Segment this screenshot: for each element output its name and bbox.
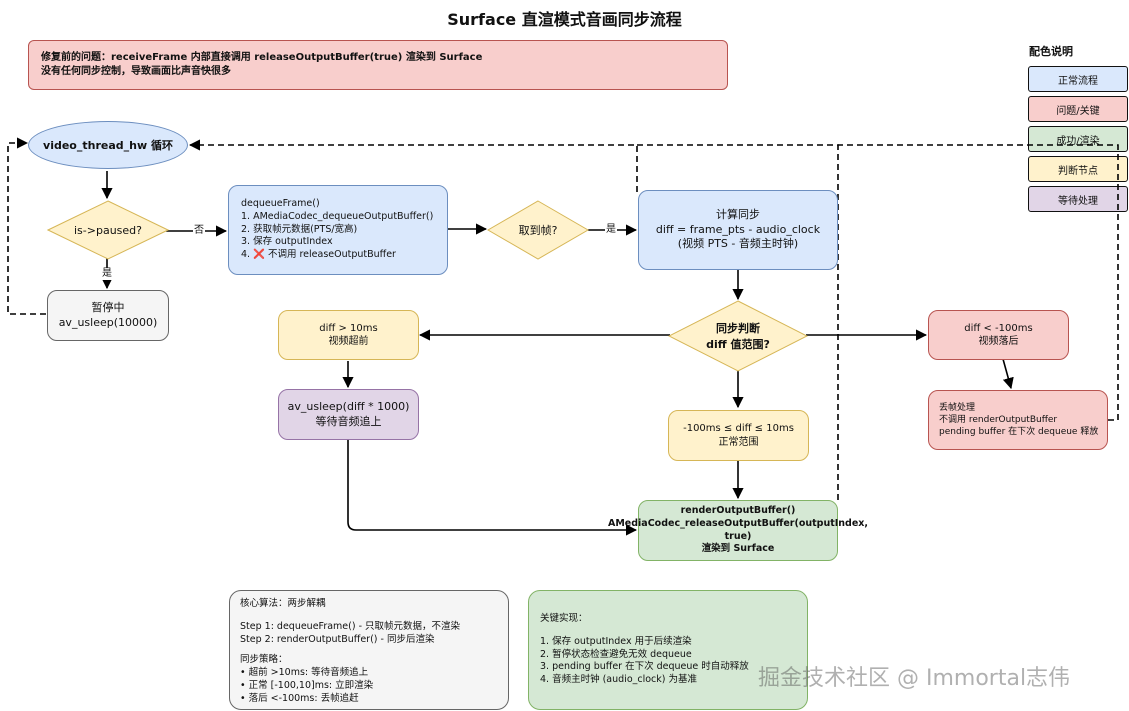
drop-node: 丢帧处理 不调用 renderOutputBuffer pending buff… [928, 390, 1108, 450]
legend-title: 配色说明 [1029, 45, 1073, 58]
problem-note-line2: 没有任何同步控制，导致画面比声音快很多 [41, 65, 231, 77]
watermark: 掘金技术社区 @ Immortal志伟 [758, 666, 1071, 691]
paused-line2: av_usleep(10000) [58, 315, 158, 329]
edge-label-yes-frame: 是 [605, 224, 617, 236]
core-title: 核心算法：两步解耦 [240, 598, 326, 609]
normal-line1: -100ms ≤ diff ≤ 10ms [683, 423, 794, 434]
dequeue-step3: 3. 保存 outputIndex [241, 236, 333, 248]
legend-wait-process: 等待处理 [1028, 186, 1128, 212]
dequeue-node: dequeueFrame() 1. AMediaCodec_dequeueOut… [228, 185, 448, 275]
sync-judge-line1: 同步判断 [716, 322, 760, 335]
problem-note: 修复前的问题：receiveFrame 内部直接调用 releaseOutput… [28, 40, 728, 90]
dequeue-title: dequeueFrame() [241, 197, 320, 209]
wait-audio-node: av_usleep(diff * 1000) 等待音频追上 [278, 389, 419, 440]
dequeue-step4-prefix: 4. [241, 249, 254, 261]
got-frame-diamond [487, 200, 589, 260]
compute-sync-line1: 计算同步 [716, 207, 760, 221]
edge-label-no: 否 [193, 225, 205, 237]
edge-behind-to-drop [1002, 358, 1014, 390]
page-title: Surface 直渲模式音画同步流程 [447, 10, 682, 29]
key-impl-3: 3. pending buffer 在下次 dequeue 时自动释放 [540, 661, 749, 673]
render-node: renderOutputBuffer() AMediaCodec_release… [608, 500, 868, 561]
legend-success-render: 成功/渲染 [1028, 126, 1128, 152]
core-strategy-2: • 正常 [-100,10]ms: 立即渲染 [240, 680, 374, 692]
problem-note-line1: 修复前的问题：receiveFrame 内部直接调用 releaseOutput… [41, 52, 483, 63]
core-strategy-1: • 超前 >10ms: 等待音频追上 [240, 667, 369, 679]
loop-node: video_thread_hw 循环 [28, 121, 188, 169]
core-step2: Step 2: renderOutputBuffer() - 同步后渲染 [240, 633, 435, 645]
wait-audio-line2: 等待音频追上 [315, 414, 382, 428]
behind-node: diff < -100ms 视频落后 [928, 310, 1069, 360]
legend-decision-node: 判断节点 [1028, 156, 1128, 182]
paused-line1: 暂停中 [91, 300, 125, 314]
edge-label-yes-paused: 是 [101, 268, 113, 280]
normal-line2: 正常范围 [718, 436, 759, 448]
sync-judge-line2: diff 值范围? [706, 338, 770, 351]
sync-judge-diamond [668, 300, 808, 372]
drop-line2: 不调用 renderOutputBuffer [939, 414, 1058, 425]
legend-normal-flow: 正常流程 [1028, 66, 1128, 92]
compute-sync-node: 计算同步 diff = frame_pts - audio_clock (视频 … [638, 190, 838, 270]
edge-wait-to-render [347, 440, 638, 536]
legend-problem-key: 问题/关键 [1028, 96, 1128, 122]
got-frame-label: 取到帧? [518, 224, 558, 237]
dequeue-step1: 1. AMediaCodec_dequeueOutputBuffer() [241, 210, 434, 222]
render-line4: 渲染到 Surface [701, 543, 775, 555]
ahead-node: diff > 10ms 视频超前 [278, 310, 419, 360]
key-impl-note: 关键实现： 1. 保存 outputIndex 用于后续渲染 2. 暂停状态检查… [528, 590, 808, 710]
drop-line3: pending buffer 在下次 dequeue 释放 [939, 427, 1099, 438]
drop-line1: 丢帧处理 [939, 402, 976, 413]
dequeue-step4-text: 不调用 releaseOutputBuffer [264, 249, 396, 261]
edge-drop-return [838, 144, 1119, 421]
compute-sync-line3: (视频 PTS - 音频主时钟) [677, 237, 799, 251]
dequeue-step4: 4. ❌ 不调用 releaseOutputBuffer [241, 249, 447, 262]
render-line2: AMediaCodec_releaseOutputBuffer(outputIn… [607, 517, 869, 529]
render-line1: renderOutputBuffer() [680, 504, 796, 516]
sync-judge-label: 同步判断 diff 值范围? [668, 300, 808, 372]
core-strategy-title: 同步策略： [240, 654, 288, 666]
behind-line2: 视频落后 [978, 336, 1019, 347]
loop-label: video_thread_hw 循环 [43, 139, 173, 152]
normal-node: -100ms ≤ diff ≤ 10ms 正常范围 [668, 410, 809, 461]
edge-gotframe-no-return [188, 139, 638, 192]
core-step1: Step 1: dequeueFrame() - 只取帧元数据，不渲染 [240, 620, 461, 632]
render-line3: true) [724, 530, 752, 542]
dequeue-step2: 2. 获取帧元数据(PTS/宽高) [241, 223, 358, 235]
ahead-line1: diff > 10ms [319, 322, 378, 334]
core-strategy-3: • 落后 <-100ms: 丢帧追赶 [240, 692, 359, 704]
cross-mark-icon: ❌ [253, 249, 265, 261]
key-impl-4: 4. 音频主时钟 (audio_clock) 为基准 [540, 674, 698, 686]
compute-sync-line2: diff = frame_pts - audio_clock [655, 222, 821, 236]
core-algorithm-note: 核心算法：两步解耦 Step 1: dequeueFrame() - 只取帧元数… [229, 590, 509, 710]
key-impl-title: 关键实现： [540, 613, 588, 624]
wait-audio-line1: av_usleep(diff * 1000) [287, 399, 410, 413]
paused-node: 暂停中 av_usleep(10000) [47, 290, 169, 341]
behind-line1: diff < -100ms [964, 322, 1033, 334]
paused-check-diamond [47, 200, 169, 260]
edge-paused-return [7, 137, 46, 315]
ahead-line2: 视频超前 [328, 336, 369, 347]
key-impl-2: 2. 暂停状态检查避免无效 dequeue [540, 648, 692, 660]
key-impl-1: 1. 保存 outputIndex 用于后续渲染 [540, 635, 692, 647]
paused-check-label: is->paused? [74, 223, 142, 237]
